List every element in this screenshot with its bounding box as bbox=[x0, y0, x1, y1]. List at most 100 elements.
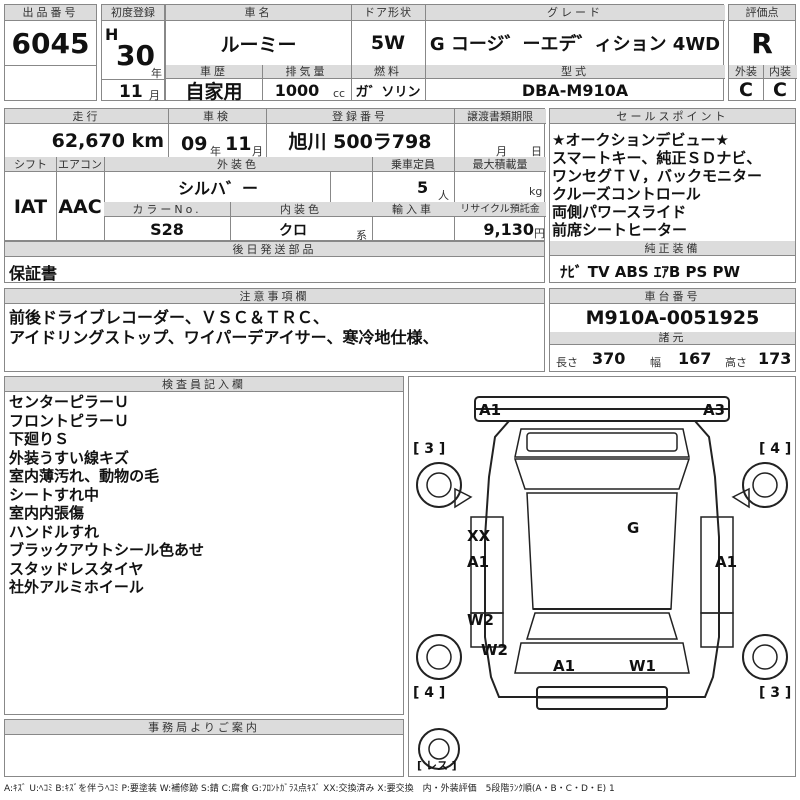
notes-header: 注意事項欄 bbox=[5, 289, 544, 304]
inspector-note: 社外アルミホイール bbox=[9, 578, 144, 596]
inspector-note: フロントピラーＵ bbox=[9, 411, 130, 430]
car-name-header: 車名 bbox=[166, 5, 351, 21]
mark-front-left: A1 bbox=[479, 401, 502, 419]
mark-rear-w1: W1 bbox=[629, 657, 656, 675]
standard-equipment-header: 純正装備 bbox=[550, 241, 795, 256]
max-load-unit: kg bbox=[529, 185, 543, 198]
first-registration-year: 30 bbox=[116, 39, 155, 72]
ac-header: エアコン bbox=[56, 157, 104, 172]
shift-header: シフト bbox=[5, 157, 56, 172]
grade: G コージ゛ーエデ゛ィション 4WD bbox=[429, 34, 721, 55]
displacement-header: 排気量 bbox=[262, 65, 351, 79]
cc-unit: cc bbox=[333, 87, 346, 100]
door-type: 5W bbox=[370, 32, 406, 54]
inspector-note: シートすれ中 bbox=[9, 485, 100, 504]
color-number: S28 bbox=[150, 220, 184, 239]
inspector-note: ハンドルすれ bbox=[9, 522, 100, 541]
overall-score: R bbox=[751, 26, 773, 60]
recycle-header: リサイクル預託金 bbox=[454, 202, 546, 217]
mark-left-door-a1: A1 bbox=[467, 553, 490, 571]
transfer-docs-header: 譲渡書類期限 bbox=[454, 109, 546, 124]
inspector-notes-list: センターピラーＵ フロントピラーＵ 下廻りＳ 外装うすい線キズ 室内薄汚れ、動物… bbox=[9, 393, 204, 597]
yen-unit: 円 bbox=[534, 227, 545, 240]
width-value: 167 bbox=[678, 349, 712, 368]
first-registration-month: 11 bbox=[119, 82, 143, 102]
mark-right-door-a1: A1 bbox=[715, 553, 738, 571]
inspector-note: スタッドレスタイヤ bbox=[9, 559, 144, 578]
import-header: 輸入車 bbox=[372, 202, 454, 217]
standard-equipment: ﾅﾋﾞ TV ABS ｴｱB PS PW bbox=[560, 263, 741, 281]
tire-rear-left: [ 4 ] bbox=[413, 685, 446, 701]
mark-rear-a1: A1 bbox=[553, 657, 576, 675]
dimensions-header: 諸元 bbox=[550, 332, 795, 345]
door-header: ドア形状 bbox=[351, 5, 425, 21]
car-name: ルーミー bbox=[220, 33, 297, 56]
chassis-header: 車台番号 bbox=[550, 289, 795, 304]
note-line: 前後ドライブレコーダー、ＶＳＣ＆ＴＲＣ、 bbox=[9, 308, 329, 327]
later-parts-header: 後日発送部品 bbox=[5, 242, 544, 257]
displacement: 1000 bbox=[274, 80, 320, 100]
inspector-header: 検査員記入欄 bbox=[5, 377, 403, 392]
plate-header: 登録番号 bbox=[266, 109, 454, 124]
later-parts-box: 後日発送部品 保証書 bbox=[4, 241, 545, 283]
tire-front-right: [ 4 ] bbox=[759, 441, 792, 457]
length-value: 370 bbox=[592, 349, 626, 368]
recycle-fee: 9,130 bbox=[483, 220, 534, 239]
inspection-header: 車検 bbox=[168, 109, 266, 124]
vehicle-details: 走行 車検 登録番号 譲渡書類期限 62,670 km 09 年 11 月 旭川… bbox=[4, 108, 546, 242]
sales-points-box: セールスポイント ★オークションデビュー★ スマートキー、純正ＳＤナビ、 ワンセ… bbox=[549, 108, 796, 283]
sales-point: 両側パワースライド bbox=[552, 203, 687, 221]
inspector-note: 室内内張傷 bbox=[9, 504, 85, 522]
car-history: 自家用 bbox=[185, 80, 243, 102]
history-header: 車歴 bbox=[166, 65, 262, 79]
sales-point: ★オークションデビュー★ bbox=[552, 131, 729, 149]
sales-point: ワンセグＴＶ，バックモニター bbox=[552, 167, 763, 185]
transfer-day-unit: 日 bbox=[531, 145, 542, 158]
sales-point: スマートキー、純正ＳＤナビ、 bbox=[552, 149, 762, 167]
score-box: 評価点 R 外装 内装 C C bbox=[728, 4, 797, 101]
exterior-grade-header: 外装 bbox=[729, 65, 763, 79]
inspector-note: センターピラーＵ bbox=[9, 393, 130, 411]
inspector-note: 室内薄汚れ、動物の毛 bbox=[9, 467, 160, 485]
inspector-box: 検査員記入欄 センターピラーＵ フロントピラーＵ 下廻りＳ 外装うすい線キズ 室… bbox=[4, 376, 404, 715]
mark-roof: G bbox=[627, 519, 640, 537]
inspection-year-unit: 年 bbox=[210, 145, 221, 158]
ext-color: シルハ゛ー bbox=[177, 179, 258, 198]
mileage: 62,670 km bbox=[51, 129, 164, 152]
max-load-header: 最大積載量 bbox=[454, 157, 546, 172]
lot-number-box: 出品番号 6045 bbox=[4, 4, 97, 101]
vehicle-info-top: 車名 ドア形状 グレード ルーミー 5W G コージ゛ーエデ゛ィション 4WD … bbox=[165, 4, 725, 102]
damage-diagram: A1 A3 G XX A1 A1 W2 W2 A1 W1 [ 3 ] [ 4 ]… bbox=[408, 376, 796, 777]
inspection-month: 11 bbox=[225, 133, 252, 155]
notes-box: 注意事項欄 前後ドライブレコーダー、ＶＳＣ＆ＴＲＣ、 アイドリングストップ、ワイ… bbox=[4, 288, 545, 372]
sales-points-list: ★オークションデビュー★ スマートキー、純正ＳＤナビ、 ワンセグＴＶ，バックモニ… bbox=[552, 131, 762, 239]
later-parts: 保証書 bbox=[9, 264, 58, 283]
lot-number-header: 出品番号 bbox=[5, 5, 96, 21]
first-registration-header: 初度登録 bbox=[102, 5, 164, 21]
height-label: 高さ bbox=[725, 356, 747, 369]
capacity-unit: 人 bbox=[438, 189, 449, 202]
car-outline-drawing bbox=[416, 396, 788, 770]
color-no-header: カラーNo. bbox=[104, 202, 230, 217]
mileage-header: 走行 bbox=[5, 109, 168, 124]
plate-number: 旭川 500ラ798 bbox=[288, 131, 432, 153]
exterior-grade: C bbox=[739, 79, 753, 101]
sales-point: 前席シートヒーター bbox=[552, 221, 688, 239]
height-value: 173 bbox=[758, 349, 792, 368]
fuel: ガ゛ソリン bbox=[355, 84, 421, 100]
inspection-month-unit: 月 bbox=[252, 145, 263, 158]
mark-left-rear-w2: W2 bbox=[467, 611, 494, 629]
ac-type: AAC bbox=[58, 196, 102, 218]
score-header: 評価点 bbox=[729, 5, 795, 21]
legend: A:ｷｽﾞ U:ﾍｺﾐ B:ｷｽﾞを伴うﾍｺﾐ P:要塗装 W:補修跡 S:錆 … bbox=[4, 784, 615, 794]
inspector-note: 外装うすい線キズ bbox=[9, 448, 130, 467]
tire-rear-right: [ 3 ] bbox=[759, 685, 792, 701]
year-unit: 年 bbox=[151, 67, 162, 80]
note-line: アイドリングストップ、ワイパーデアイサー、寒冷地仕様、 bbox=[9, 328, 439, 347]
mark-left-rear-w2-lower: W2 bbox=[481, 641, 508, 659]
fuel-header: 燃料 bbox=[351, 65, 425, 79]
tire-front-left: [ 3 ] bbox=[413, 441, 446, 457]
grade-header: グレード bbox=[425, 5, 725, 21]
width-label: 幅 bbox=[650, 356, 661, 369]
month-unit: 月 bbox=[149, 89, 160, 102]
